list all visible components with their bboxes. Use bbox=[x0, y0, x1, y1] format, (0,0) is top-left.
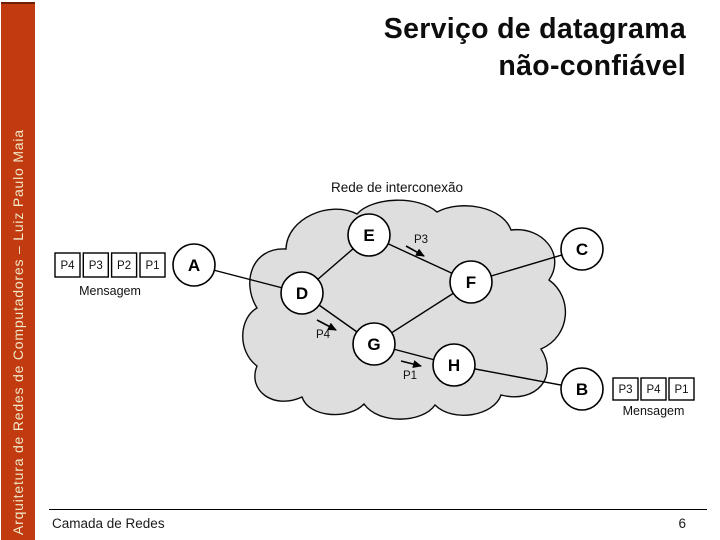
node-e: E bbox=[347, 213, 391, 257]
left-message-label: Mensagem bbox=[79, 284, 141, 298]
cloud-label: Rede de interconexão bbox=[331, 180, 463, 195]
node-h-label: H bbox=[448, 356, 460, 375]
node-e-circle bbox=[347, 213, 391, 257]
node-e-label: E bbox=[363, 226, 374, 245]
node-a-circle bbox=[172, 243, 216, 287]
node-g: G bbox=[352, 322, 396, 366]
right-message-box-2 bbox=[668, 377, 695, 401]
left-message-box-2 bbox=[110, 252, 138, 278]
node-d-label: D bbox=[296, 284, 308, 303]
node-a: A bbox=[172, 243, 216, 287]
node-b: B bbox=[560, 367, 604, 411]
right-message-packet-0: P3 bbox=[618, 384, 632, 396]
packet-arrow-p4-label: P4 bbox=[316, 329, 331, 341]
node-f-label: F bbox=[466, 273, 476, 292]
node-g-label: G bbox=[367, 335, 380, 354]
page-title-line-2: não-confiável bbox=[498, 50, 686, 82]
footer-divider bbox=[49, 509, 707, 510]
right-message-packet-1: P4 bbox=[646, 384, 661, 396]
packet-arrow-p3 bbox=[405, 245, 425, 257]
node-h: H bbox=[432, 343, 476, 387]
packet-arrow-p4 bbox=[316, 319, 337, 331]
node-d: D bbox=[280, 271, 324, 315]
node-c-label: C bbox=[576, 240, 588, 259]
sidebar-bar: Arquitetura de Redes de Computadores – L… bbox=[1, 2, 35, 540]
right-message-box-0 bbox=[612, 377, 639, 401]
node-c-circle bbox=[560, 227, 604, 271]
node-b-circle bbox=[560, 367, 604, 411]
node-b-label: B bbox=[576, 380, 588, 399]
node-f: F bbox=[449, 260, 493, 304]
packet-arrow-p1-label: P1 bbox=[403, 370, 417, 382]
right-message-box-1 bbox=[640, 377, 667, 401]
node-a-label: A bbox=[188, 256, 200, 275]
right-message-label: Mensagem bbox=[623, 404, 685, 418]
footer-course-label: Camada de Redes bbox=[52, 516, 165, 531]
page-title: Serviço de datagrama não-confiável bbox=[126, 11, 686, 85]
left-message-packet-3: P1 bbox=[145, 260, 159, 272]
page-title-line-1: Serviço de datagrama bbox=[383, 13, 686, 45]
left-message-box-0 bbox=[54, 252, 81, 278]
interconnection-cloud bbox=[242, 199, 567, 420]
right-message: P3 P4 P1 Mensagem bbox=[612, 377, 695, 418]
left-message-box-3 bbox=[139, 252, 166, 278]
right-message-packet-2: P1 bbox=[674, 384, 688, 396]
left-message-packet-0: P4 bbox=[60, 260, 75, 272]
left-message-box-1 bbox=[82, 252, 110, 278]
node-g-circle bbox=[352, 322, 396, 366]
node-d-circle bbox=[280, 271, 324, 315]
node-c: C bbox=[560, 227, 604, 271]
packet-arrow-p3-label: P3 bbox=[414, 234, 428, 246]
packet-arrow-p1 bbox=[400, 360, 422, 368]
left-message-packet-1: P3 bbox=[89, 260, 103, 272]
node-h-circle bbox=[432, 343, 476, 387]
left-message: P4 P3 P2 P1 Mensagem bbox=[54, 252, 166, 298]
footer-page-number: 6 bbox=[678, 516, 686, 531]
left-message-packet-2: P2 bbox=[117, 260, 131, 272]
node-f-circle bbox=[449, 260, 493, 304]
